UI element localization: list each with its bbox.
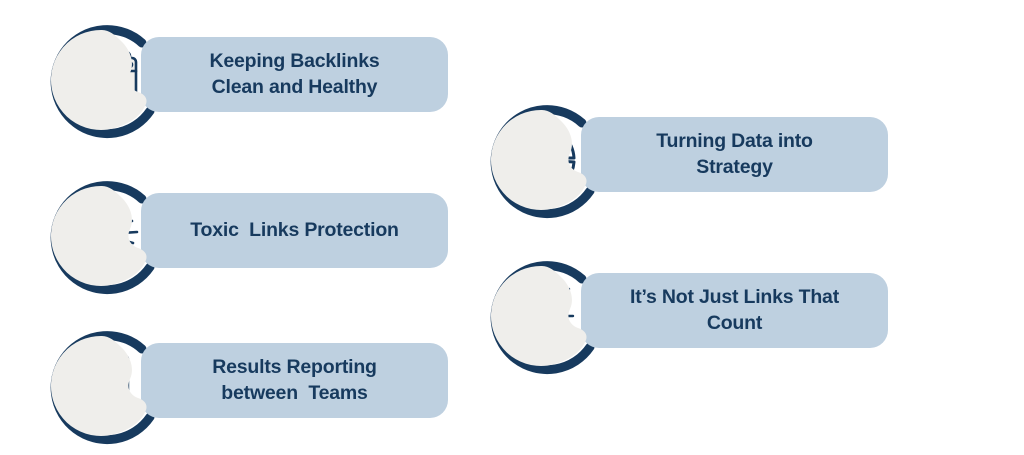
badge-blob [478,252,606,380]
label-pill[interactable]: Turning Data into Strategy [581,117,888,192]
badge-blob [38,172,166,300]
label-pill[interactable]: Toxic Links Protection [141,193,448,268]
label-pill[interactable]: Results Reporting between Teams [141,343,448,418]
badge-blob [38,16,166,144]
infographic-item-keeping-backlinks-clean-and-healthy[interactable]: Keeping Backlinks Clean and Healthy [38,16,448,149]
item-label: It’s Not Just Links That Count [630,286,839,334]
item-label: Keeping Backlinks Clean and Healthy [209,50,380,98]
item-label: Toxic Links Protection [190,218,399,241]
label-pill[interactable]: Keeping Backlinks Clean and Healthy [141,37,448,112]
infographic-item-results-reporting-between-teams[interactable]: Results Reporting between Teams [38,322,448,455]
label-pill[interactable]: It’s Not Just Links That Count [581,273,888,348]
badge-blob [478,96,606,224]
infographic-item-toxic-links-protection[interactable]: Toxic Links Protection [38,172,448,305]
item-label: Results Reporting between Teams [212,356,377,404]
infographic-item-turning-data-into-strategy[interactable]: Turning Data into Strategy [478,96,888,229]
item-label: Turning Data into Strategy [656,130,813,178]
badge-blob [38,322,166,450]
infographic-item-its-not-just-links-that-count[interactable]: It’s Not Just Links That Count [478,252,888,385]
